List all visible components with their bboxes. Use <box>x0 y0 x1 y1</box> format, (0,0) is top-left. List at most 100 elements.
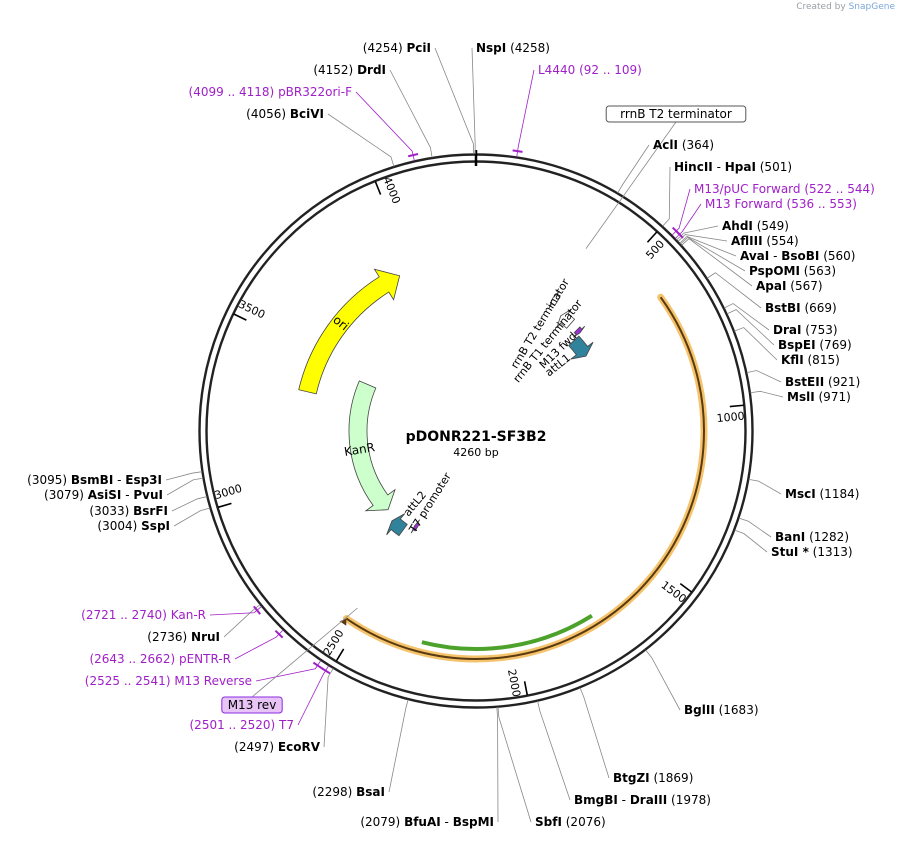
enzyme-label-bfuai: (2079) BfuAI - BspMI <box>360 815 494 829</box>
leader-pspomi <box>680 236 746 272</box>
leader-m13-puc-forward <box>671 188 691 236</box>
enzyme-label-nrui: (2736) NruI <box>147 630 220 644</box>
leader-bsmbi <box>165 471 203 481</box>
enzyme-label-ecorv: (2497) EcoRV <box>234 740 321 754</box>
sites-3-pos: (4056) <box>246 107 286 121</box>
enzyme-label-bcivi: (4056) BciVI <box>246 107 324 121</box>
site-labels: NspI (4258)(4254) PciI(4152) DrdI(4056) … <box>27 41 875 829</box>
sites-1-name: PciI <box>407 41 432 55</box>
leader-asisi <box>166 477 204 496</box>
sites-1-pos: (4254) <box>363 41 403 55</box>
enzyme-label-ahdi: AhdI (549) <box>722 219 789 233</box>
leader-apai <box>681 238 753 287</box>
leader-sspi <box>173 507 211 527</box>
enzyme-label-bani: BanI (1282) <box>775 530 849 544</box>
leader-bsrfi <box>171 496 207 512</box>
primer-label-m13-reverse: (2525 .. 2541) M13 Reverse <box>85 674 252 688</box>
sites-17-name: MscI <box>785 487 816 501</box>
sites-25-name: BsaI <box>356 785 385 799</box>
feature-rrnb-t2 <box>548 290 561 309</box>
leader-sbfi <box>497 707 532 823</box>
sites-8-name2: BsoBI <box>781 249 819 263</box>
primers-6-name: M13 Reverse <box>174 674 252 688</box>
sites-0-pos: (4258) <box>510 41 550 55</box>
primer-mark-kan-r <box>253 605 261 615</box>
enzyme-label-apai: ApaI (567) <box>756 279 823 293</box>
sites-19-pos: (1313) <box>813 545 853 559</box>
sites-28-pos: (3004) <box>97 519 137 533</box>
sites-5-name2: HpaI <box>725 160 756 174</box>
sites-4-pos: (364) <box>682 138 714 152</box>
snapgene-credit: Created by SnapGene <box>796 2 895 12</box>
sites-10-name: ApaI <box>756 279 786 293</box>
dash-separator: - <box>618 793 630 807</box>
enzyme-label-bsai: (2298) BsaI <box>312 785 385 799</box>
primers-5-range: (2643 .. 2662) <box>89 652 175 666</box>
tick-mark <box>646 231 658 243</box>
primers-2-range: (522 .. 544) <box>804 182 874 196</box>
sites-7-name: AflIII <box>731 234 763 248</box>
leader-bstbi <box>706 272 762 309</box>
enzyme-label-btgzi: BtgZI (1869) <box>613 771 693 785</box>
dash-separator: - <box>713 160 725 174</box>
tick-label: 2500 <box>321 627 347 658</box>
orf-arrowhead <box>339 618 347 626</box>
leader-pcii <box>434 47 474 155</box>
sites-30-name: AsiSI <box>88 488 122 502</box>
sites-2-name: DrdI <box>357 63 386 77</box>
m13-rev-label-box <box>221 696 283 714</box>
sites-24-name2: BspMI <box>453 815 494 829</box>
leader-msci <box>748 478 782 495</box>
feature-attl2 <box>386 513 408 537</box>
primer-label-pbr322ori-f: (4099 .. 4118) pBR322ori-F <box>189 85 353 99</box>
enzyme-label-hincii: HincII - HpaI (501) <box>674 160 792 174</box>
primer-mark-t7 <box>320 667 331 675</box>
primer-mark-pentr-r <box>274 629 284 639</box>
sites-8-pos: (560) <box>823 249 855 263</box>
enzyme-label-pspomi: PspOMI (563) <box>749 264 836 278</box>
sites-21-name: BtgZI <box>613 771 650 785</box>
enzyme-label-pcii: (4254) PciI <box>363 41 431 55</box>
sites-22-name: BmgBI <box>574 793 618 807</box>
leader-ahdi <box>676 225 719 241</box>
leader-bspei <box>726 309 775 346</box>
enzyme-label-asisi: (3079) AsiSI - PvuI <box>44 488 163 502</box>
enzyme-label-bglii: BglII (1683) <box>684 703 759 717</box>
primer-label-t7: (2501 .. 2520) T7 <box>190 718 295 732</box>
leader-msli <box>750 390 784 398</box>
sites-24-name: BfuAI <box>404 815 441 829</box>
leader-bcivi <box>327 113 395 167</box>
leader-bmgbi <box>537 700 571 801</box>
leader-drdi <box>389 69 433 158</box>
tick-label: 3000 <box>213 482 244 502</box>
orf-arc <box>345 296 705 660</box>
enzyme-label-acli: AclI (364) <box>653 138 714 152</box>
leader-hincii <box>662 166 671 227</box>
sites-11-pos: (669) <box>804 301 836 315</box>
leader-bsai <box>388 699 409 793</box>
primers-0-name: L4440 <box>538 63 575 77</box>
feature-m13-fwd-primer <box>572 325 586 338</box>
sites-20-pos: (1683) <box>719 703 759 717</box>
tick-label: 2000 <box>505 668 523 698</box>
leader-drai <box>724 303 770 331</box>
primers-1-name: pBR322ori-F <box>278 85 352 99</box>
primers-4-name: Kan-R <box>171 608 206 622</box>
primer-label-m13-puc-forward: M13/pUC Forward (522 .. 544) <box>694 182 875 196</box>
tick-mark <box>679 582 692 593</box>
sites-28-name: SspI <box>141 519 170 533</box>
leader-bani <box>738 517 772 538</box>
enzyme-label-sbfi: SbfI (2076) <box>535 815 606 829</box>
sites-10-pos: (567) <box>790 279 822 293</box>
primers-1-range: (4099 .. 4118) <box>189 85 275 99</box>
dash-separator: - <box>769 249 781 263</box>
sites-2-pos: (4152) <box>313 63 353 77</box>
sites-7-pos: (554) <box>766 234 798 248</box>
sites-8-name: AvaI <box>740 249 769 263</box>
sites-21-pos: (1869) <box>653 771 693 785</box>
sites-9-pos: (563) <box>804 264 836 278</box>
sites-18-name: BanI <box>775 530 805 544</box>
leader-m13-forward <box>674 203 702 239</box>
